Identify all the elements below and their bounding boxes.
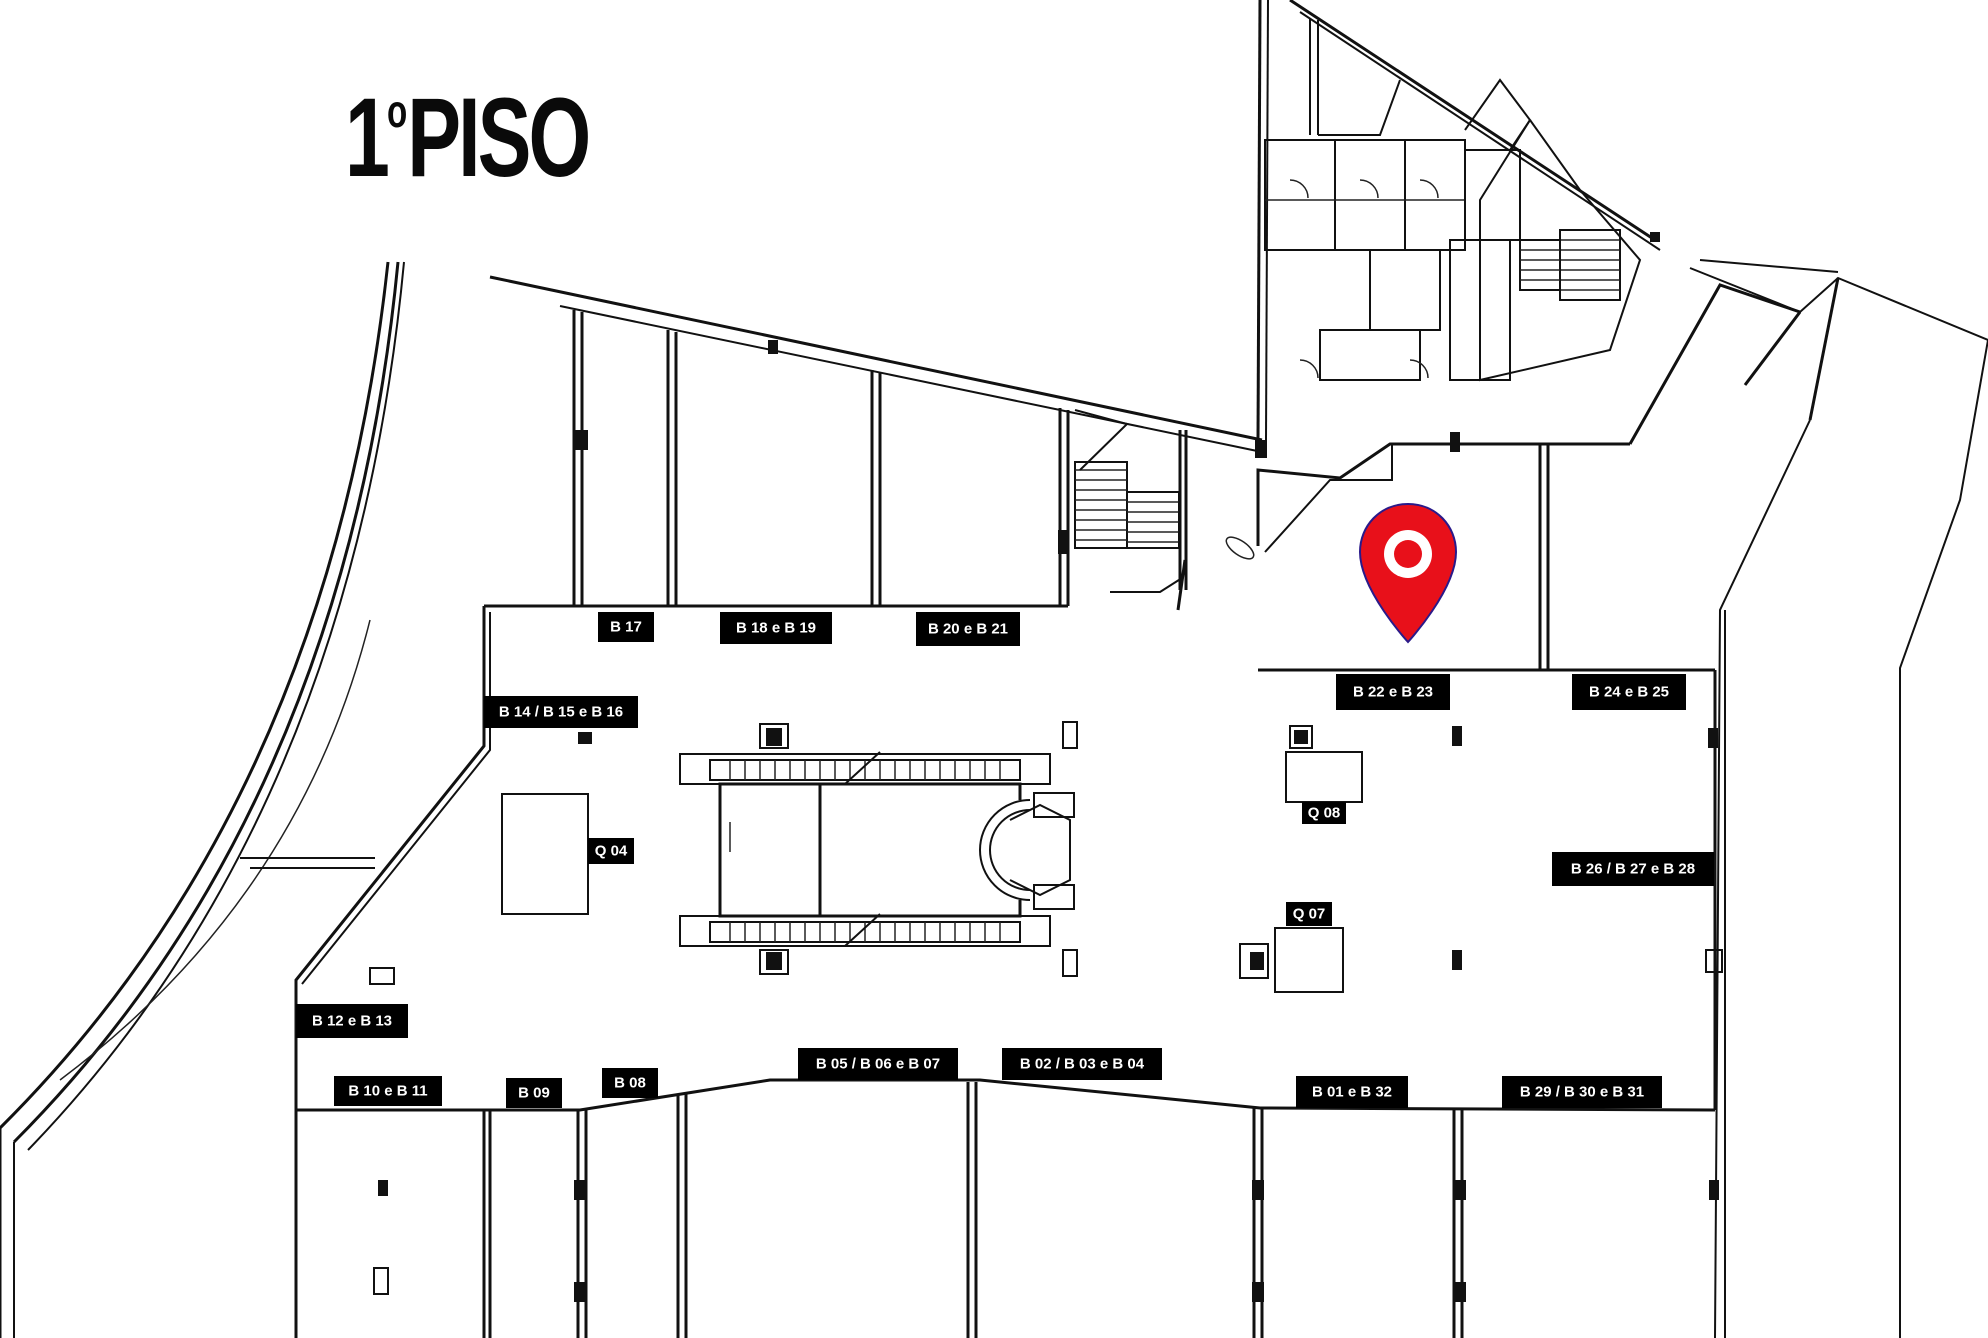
- store-label-b09-text: B 09: [518, 1085, 550, 1102]
- escalator-atrium: [369, 721, 1078, 985]
- store-label-b17-text: B 17: [610, 619, 642, 636]
- store-label-b12-b13[interactable]: B 12 e B 13: [296, 1004, 408, 1038]
- store-label-b12-b13-text: B 12 e B 13: [312, 1013, 392, 1030]
- location-pin-icon[interactable]: [1358, 502, 1458, 644]
- store-label-b20-b21-text: B 20 e B 21: [928, 621, 1008, 638]
- floor-title-number: 1: [345, 75, 390, 200]
- store-label-b20-b21[interactable]: B 20 e B 21: [916, 612, 1020, 646]
- store-label-q04-text: Q 04: [595, 843, 628, 860]
- store-label-b14-b16[interactable]: B 14 / B 15 e B 16: [484, 696, 638, 728]
- store-label-b09[interactable]: B 09: [506, 1078, 562, 1108]
- store-label-b26-b28[interactable]: B 26 / B 27 e B 28: [1552, 852, 1714, 886]
- store-label-b18-b19-text: B 18 e B 19: [736, 620, 816, 637]
- store-label-q07[interactable]: Q 07: [1286, 902, 1332, 926]
- store-label-b01-b32[interactable]: B 01 e B 32: [1296, 1076, 1408, 1108]
- store-label-b05-b07-text: B 05 / B 06 e B 07: [816, 1056, 940, 1073]
- store-label-b08-text: B 08: [614, 1075, 646, 1092]
- store-label-b24-b25[interactable]: B 24 e B 25: [1572, 674, 1686, 710]
- curved-exterior-wall: [0, 261, 405, 1151]
- store-label-b08[interactable]: B 08: [602, 1068, 658, 1098]
- store-label-b29-b31-text: B 29 / B 30 e B 31: [1520, 1084, 1644, 1101]
- south-shops: [294, 1078, 1716, 1338]
- store-label-q08[interactable]: Q 08: [1302, 802, 1346, 824]
- upper-shops: [572, 310, 1070, 606]
- staircase-north: [1074, 409, 1188, 611]
- store-label-b02-b04-text: B 02 / B 03 e B 04: [1020, 1056, 1145, 1073]
- store-label-q08-text: Q 08: [1308, 805, 1341, 822]
- west-walls: [294, 604, 1068, 1110]
- store-label-b22-b23[interactable]: B 22 e B 23: [1336, 674, 1450, 710]
- store-label-b22-b23-text: B 22 e B 23: [1353, 684, 1433, 701]
- store-label-b29-b31[interactable]: B 29 / B 30 e B 31: [1502, 1076, 1662, 1108]
- store-label-b18-b19[interactable]: B 18 e B 19: [720, 612, 832, 644]
- east-shops: [1538, 259, 1988, 1338]
- store-label-b26-b28-text: B 26 / B 27 e B 28: [1571, 861, 1695, 878]
- floor-title-ordinal: o: [386, 85, 408, 137]
- floor-title-text: PISO: [407, 75, 591, 200]
- north-wall: [489, 275, 1263, 453]
- staircase-northeast: [1479, 119, 1660, 382]
- store-label-b01-b32-text: B 01 e B 32: [1312, 1084, 1392, 1101]
- store-label-b10-b11-text: B 10 e B 11: [348, 1083, 427, 1100]
- restroom-core: [1255, 0, 1661, 458]
- store-label-b05-b07[interactable]: B 05 / B 06 e B 07: [798, 1048, 958, 1080]
- store-label-b14-b16-text: B 14 / B 15 e B 16: [499, 704, 623, 721]
- store-label-b24-b25-text: B 24 e B 25: [1589, 684, 1669, 701]
- kiosks: [501, 725, 1462, 993]
- exterior-boundary: [0, 857, 375, 1338]
- store-label-b10-b11[interactable]: B 10 e B 11: [334, 1076, 442, 1106]
- store-labels: B 17 B 18 e B 19 B 20 e B 21 B 14 / B 15…: [296, 612, 1714, 1108]
- escalator-steps: [729, 760, 1001, 942]
- store-label-b02-b04[interactable]: B 02 / B 03 e B 04: [1002, 1048, 1162, 1080]
- floor-title: 1oPISO: [345, 82, 591, 194]
- store-label-q04[interactable]: Q 04: [588, 838, 634, 864]
- store-label-b17[interactable]: B 17: [598, 612, 654, 642]
- store-label-q07-text: Q 07: [1293, 906, 1326, 923]
